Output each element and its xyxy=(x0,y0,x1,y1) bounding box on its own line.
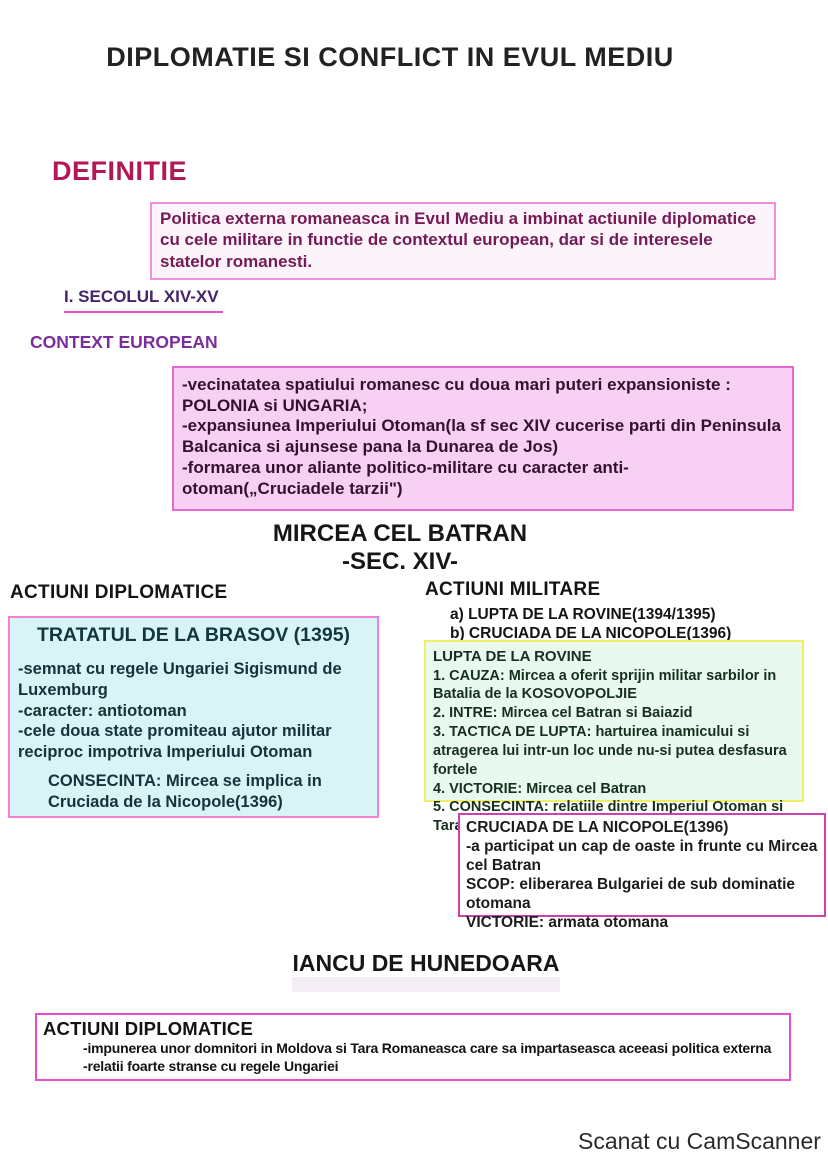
context-european-box: -vecinatatea spatiului romanesc cu doua … xyxy=(172,366,794,512)
context-line: -expansiunea Imperiului Otoman(la sf sec… xyxy=(182,416,781,457)
context-european-heading: CONTEXT EUROPEAN xyxy=(30,332,218,352)
actiuni-militare-heading: ACTIUNI MILITARE xyxy=(425,579,601,600)
tratatul-brasov-line: -cele doua state promiteau ajutor milita… xyxy=(18,722,332,762)
iancu-actiuni-heading: ACTIUNI DIPLOMATICE xyxy=(43,1018,254,1039)
tratatul-brasov-box: TRATATUL DE LA BRASOV (1395) -semnat cu … xyxy=(8,616,379,818)
cruciada-nicopole-line: -a participat un cap de oaste in frunte … xyxy=(466,837,818,874)
mircea-section-title: MIRCEA CEL BATRAN xyxy=(272,520,528,547)
cruciada-nicopole-box: CRUCIADA DE LA NICOPOLE(1396) -a partici… xyxy=(458,813,826,931)
military-action-item: b) CRUCIADA DE LA NICOPOLE(1396) xyxy=(450,625,732,643)
mircea-section-subtitle: -SEC. XIV- xyxy=(341,548,459,575)
context-line: -formarea unor aliante politico-militare… xyxy=(182,457,629,498)
lupta-rovine-line: 3. TACTICA DE LUPTA: hartuirea inamiculu… xyxy=(433,724,787,778)
lupta-rovine-title: LUPTA DE LA ROVINE xyxy=(433,648,592,665)
lupta-rovine-line: 4. VICTORIE: Mircea cel Batran xyxy=(433,780,647,797)
military-action-item: a) LUPTA DE LA ROVINE(1394/1395) xyxy=(450,606,716,623)
definitie-box: Politica externa romaneasca in Evul Medi… xyxy=(150,202,776,280)
iancu-actiuni-line: -relatii foarte stranse cu regele Ungari… xyxy=(83,1057,339,1074)
tratatul-brasov-lines: -semnat cu regele Ungariei Sigismund de … xyxy=(18,659,369,763)
cruciada-nicopole-lines: -a participat un cap de oaste in frunte … xyxy=(466,838,818,933)
military-actions-list: a) LUPTA DE LA ROVINE(1394/1395) b) CRUCI… xyxy=(450,605,810,643)
actiuni-diplomatice-heading: ACTIUNI DIPLOMATICE xyxy=(10,582,228,603)
lupta-rovine-line: 2. INTRE: Mircea cel Batran si Baiazid xyxy=(433,705,693,722)
lupta-rovine-box: LUPTA DE LA ROVINE 1. CAUZA: Mircea a of… xyxy=(424,640,804,834)
tratatul-brasov-line: -caracter: antiotoman xyxy=(18,701,187,720)
cruciada-nicopole-title: CRUCIADA DE LA NICOPOLE(1396) xyxy=(466,819,729,836)
tratatul-brasov-title: TRATATUL DE LA BRASOV (1395) xyxy=(36,624,351,646)
iancu-highlight-bar xyxy=(292,977,560,992)
cruciada-nicopole-line: VICTORIE: armata otomana xyxy=(466,913,669,931)
definitie-heading: DEFINITIE xyxy=(52,156,188,186)
tratatul-brasov-consecinta: CONSECINTA: Mircea se implica in Cruciad… xyxy=(48,771,322,811)
cruciada-nicopole-line: SCOP: eliberarea Bulgariei de sub domina… xyxy=(466,875,796,912)
iancu-actiuni-lines: -impunerea unor domnitori in Moldova si … xyxy=(83,1040,783,1075)
lupta-rovine-line: 1. CAUZA: Mircea a oferit sprijin milita… xyxy=(433,667,777,703)
definitie-text: Politica externa romaneasca in Evul Medi… xyxy=(160,209,757,271)
tratatul-brasov-line: -semnat cu regele Ungariei Sigismund de … xyxy=(18,660,342,699)
iancu-actiuni-box: ACTIUNI DIPLOMATICE -impunerea unor domn… xyxy=(35,1013,791,1081)
iancu-section-title: IANCU DE HUNEDOARA xyxy=(292,950,560,976)
context-line: -vecinatatea spatiului romanesc cu doua … xyxy=(182,375,731,415)
iancu-actiuni-line: -impunerea unor domnitori in Moldova si … xyxy=(83,1040,772,1056)
section-heading-secolul-xiv-xv: I. SECOLUL XIV-XV xyxy=(64,287,223,313)
camscanner-watermark: Scanat cu CamScanner xyxy=(578,1128,821,1154)
page-title: DIPLOMATIE SI CONFLICT IN EVUL MEDIU xyxy=(106,42,674,72)
lupta-rovine-lines: 1. CAUZA: Mircea a oferit sprijin milita… xyxy=(433,667,795,837)
